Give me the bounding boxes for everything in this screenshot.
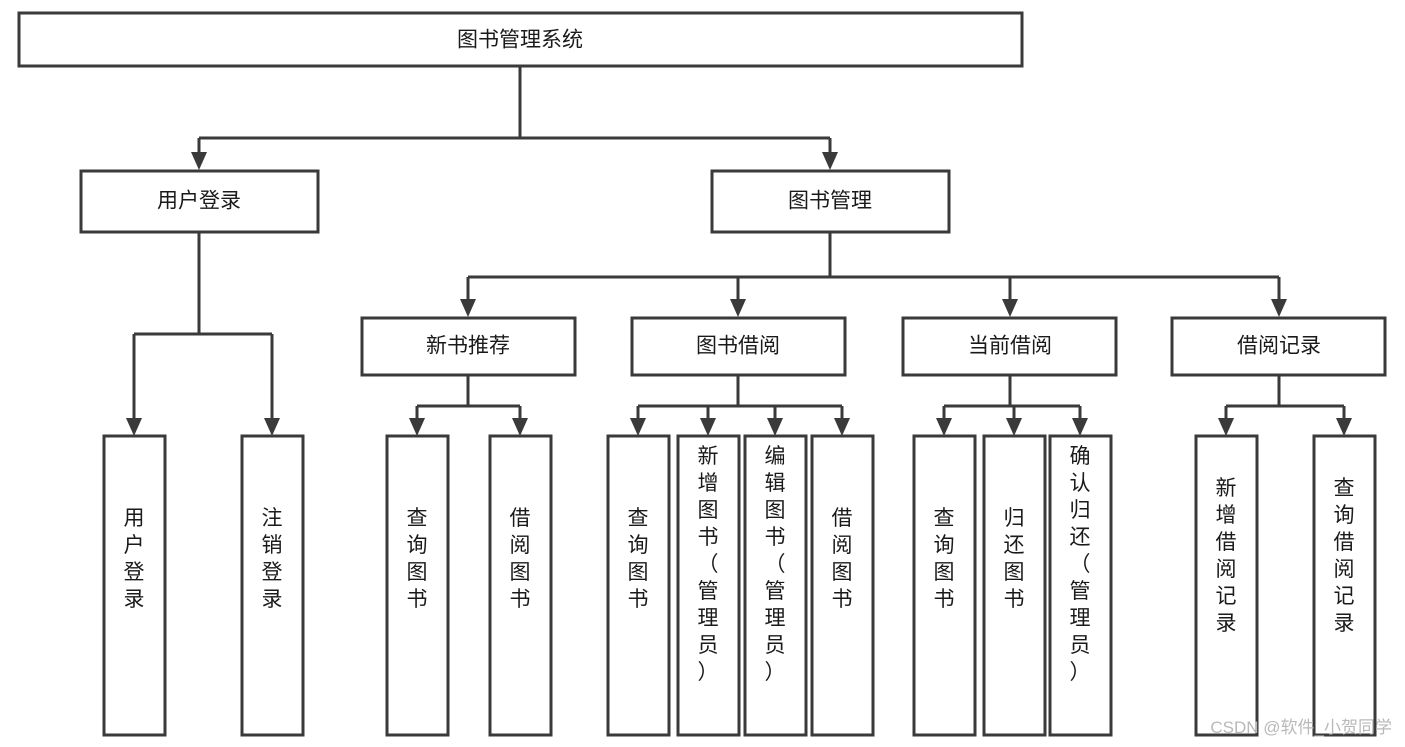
node-leaf-edit-book-box[interactable]: [743, 434, 808, 737]
node-leaf-user-login-box[interactable]: [102, 434, 167, 737]
node-leaf-user-login[interactable]: 用户登录: [102, 434, 167, 737]
node-leaf-return-book-label: 归还图书: [1004, 507, 1025, 611]
node-book-manage-box[interactable]: [710, 169, 951, 234]
node-current-borrow[interactable]: 当前借阅: [901, 316, 1118, 377]
node-book-borrow[interactable]: 图书借阅: [630, 316, 847, 377]
arrow-head-leaf-query-book-3: [936, 418, 952, 436]
node-book-borrow-box[interactable]: [630, 316, 847, 377]
arrow-head-leaf-return-book: [1006, 418, 1022, 436]
node-leaf-return-book[interactable]: 归还图书: [982, 434, 1047, 737]
node-leaf-add-book-box[interactable]: [676, 434, 741, 737]
node-leaf-borrow-book-2-box[interactable]: [810, 434, 875, 737]
arrow-head-leaf-borrow-book-2: [834, 418, 850, 436]
arrow-head-user-login: [191, 152, 207, 170]
arrow-head-leaf-confirm-return: [1072, 418, 1088, 436]
node-root-label: 图书管理系统: [457, 29, 583, 52]
node-new-book-rec[interactable]: 新书推荐: [360, 316, 577, 377]
arrow-head-leaf-query-book-1: [409, 418, 425, 436]
node-book-borrow-label: 图书借阅: [696, 335, 780, 358]
arrow-head-book-borrow: [730, 299, 746, 317]
node-leaf-borrow-book-2[interactable]: 借阅图书: [810, 434, 875, 737]
arrow-head-new-book-rec: [460, 299, 476, 317]
node-leaf-borrow-book-1[interactable]: 借阅图书: [488, 434, 553, 737]
node-borrow-record-label: 借阅记录: [1237, 335, 1321, 358]
arrow-head-leaf-add-book: [700, 418, 716, 436]
node-leaf-query-book-2-box[interactable]: [606, 434, 671, 737]
node-user-login-box[interactable]: [79, 169, 320, 234]
node-leaf-query-record-label: 查询借阅记录: [1334, 477, 1355, 635]
node-leaf-query-book-2[interactable]: 查询图书: [606, 434, 671, 737]
node-leaf-query-book-3-box[interactable]: [912, 434, 977, 737]
node-leaf-return-book-box[interactable]: [982, 434, 1047, 737]
node-new-book-rec-label: 新书推荐: [426, 335, 510, 358]
node-leaf-edit-book[interactable]: 编辑图书（管理员）: [743, 434, 808, 737]
arrow-head-leaf-user-login: [126, 418, 142, 436]
csdn-watermark: CSDN @软件_小贺同学: [1210, 718, 1392, 737]
node-leaf-add-book[interactable]: 新增图书（管理员）: [676, 434, 741, 737]
node-user-login-label: 用户登录: [157, 190, 241, 213]
node-root[interactable]: 图书管理系统: [17, 11, 1024, 68]
node-leaf-query-book-1-box[interactable]: [385, 434, 450, 737]
node-leaf-query-book-2-label: 查询图书: [628, 507, 649, 611]
arrow-head-book-manage: [822, 152, 838, 170]
node-leaf-query-record[interactable]: 查询借阅记录: [1312, 434, 1377, 737]
node-leaf-edit-book-label: 编辑图书（管理员）: [765, 445, 786, 684]
arrow-head-current-borrow: [1002, 299, 1018, 317]
node-leaf-confirm-return-box[interactable]: [1048, 434, 1113, 737]
arrow-head-leaf-query-book-2: [630, 418, 646, 436]
node-book-manage[interactable]: 图书管理: [710, 169, 951, 234]
node-leaf-user-logout-label: 注销登录: [262, 507, 283, 611]
node-leaf-add-record[interactable]: 新增借阅记录: [1194, 434, 1259, 737]
node-leaf-query-record-box[interactable]: [1312, 434, 1377, 737]
node-leaf-query-book-3-label: 查询图书: [934, 507, 955, 611]
node-leaf-query-book-1-label: 查询图书: [407, 507, 428, 611]
node-borrow-record[interactable]: 借阅记录: [1170, 316, 1387, 377]
arrow-head-leaf-user-logout: [264, 418, 280, 436]
arrow-head-leaf-query-record: [1336, 418, 1352, 436]
node-leaf-borrow-book-1-box[interactable]: [488, 434, 553, 737]
node-current-borrow-label: 当前借阅: [968, 335, 1052, 358]
arrow-head-leaf-add-record: [1218, 418, 1234, 436]
connector-layer: [126, 66, 1352, 436]
node-root-box[interactable]: [17, 11, 1024, 68]
node-new-book-rec-box[interactable]: [360, 316, 577, 377]
node-leaf-add-record-label: 新增借阅记录: [1216, 477, 1237, 635]
node-leaf-query-book-1[interactable]: 查询图书: [385, 434, 450, 737]
node-leaf-confirm-return[interactable]: 确认归还（管理员）: [1048, 434, 1113, 737]
node-leaf-user-login-label: 用户登录: [124, 507, 145, 611]
node-current-borrow-box[interactable]: [901, 316, 1118, 377]
node-leaf-add-record-box[interactable]: [1194, 434, 1259, 737]
node-book-manage-label: 图书管理: [788, 190, 872, 213]
node-leaf-user-logout[interactable]: 注销登录: [240, 434, 305, 737]
node-leaf-borrow-book-2-label: 借阅图书: [832, 507, 853, 611]
node-leaf-user-logout-box[interactable]: [240, 434, 305, 737]
arrow-head-leaf-borrow-book-1: [512, 418, 528, 436]
node-leaf-query-book-3[interactable]: 查询图书: [912, 434, 977, 737]
node-borrow-record-box[interactable]: [1170, 316, 1387, 377]
node-leaf-add-book-label: 新增图书（管理员）: [698, 445, 719, 684]
node-leaf-borrow-book-1-label: 借阅图书: [510, 507, 531, 611]
arrow-head-leaf-edit-book: [767, 418, 783, 436]
node-leaf-confirm-return-label: 确认归还（管理员）: [1070, 445, 1091, 684]
node-user-login[interactable]: 用户登录: [79, 169, 320, 234]
arrow-head-borrow-record: [1271, 299, 1287, 317]
